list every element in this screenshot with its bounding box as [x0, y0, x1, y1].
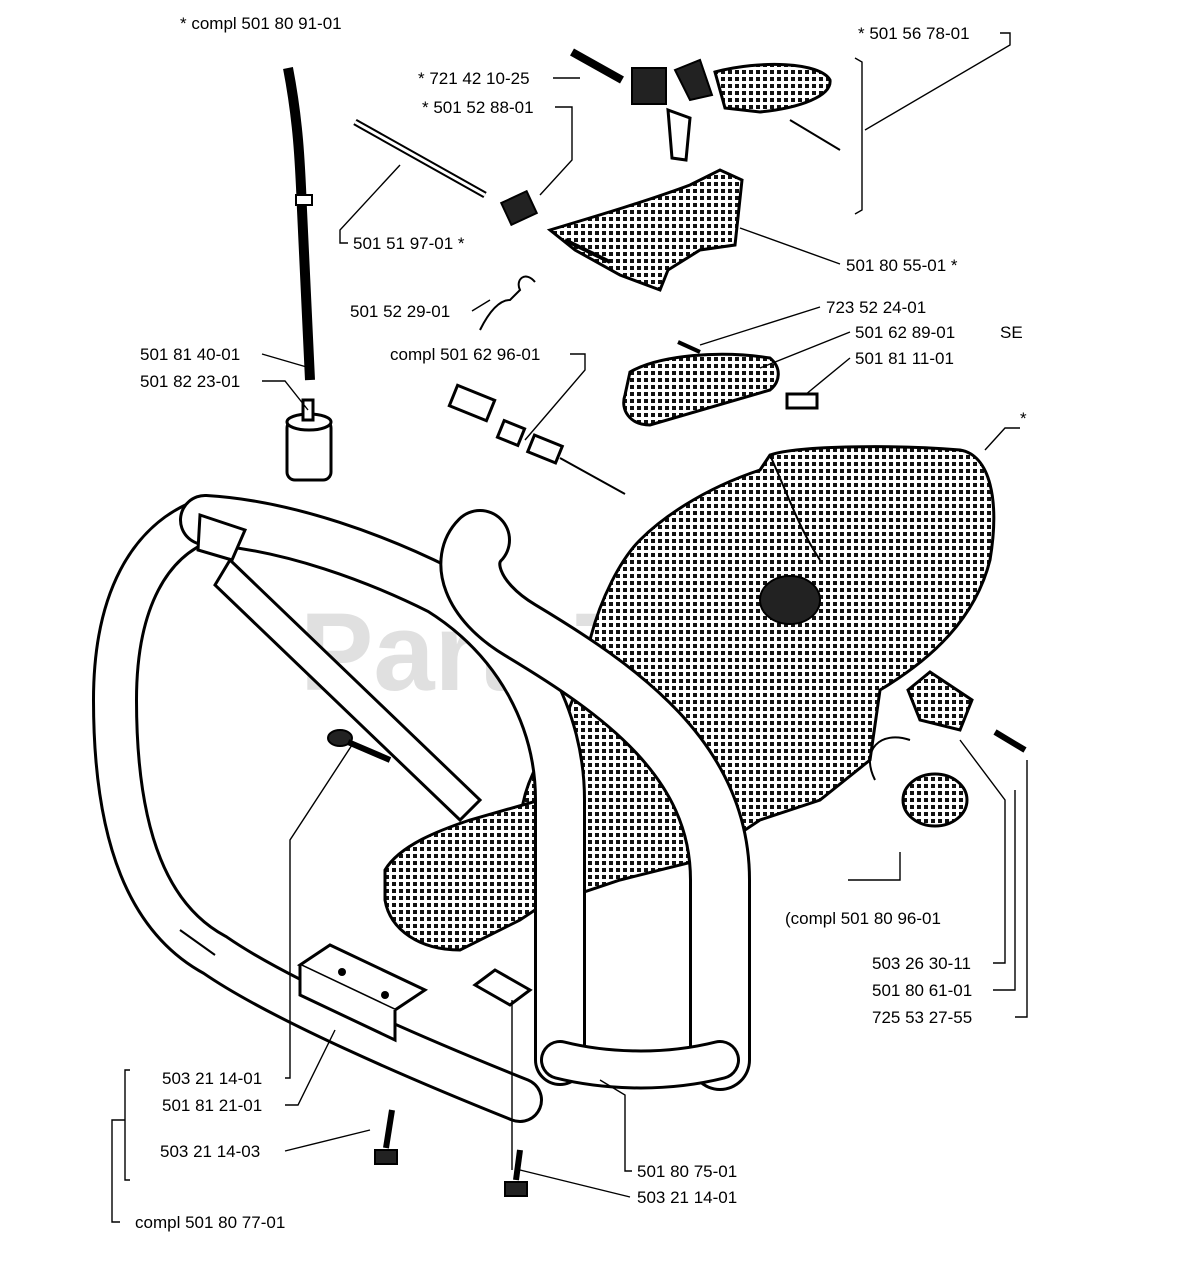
label-501-51-97-01: 501 51 97-01 * — [353, 234, 465, 253]
label-star: * — [1020, 409, 1027, 428]
label-501-62-89-01: 501 62 89-01 — [855, 323, 955, 342]
label-se: SE — [1000, 323, 1023, 342]
label-501-52-29-01: 501 52 29-01 — [350, 302, 450, 321]
label-503-21-14-01-b: 503 21 14-01 — [637, 1188, 737, 1207]
label-compl-501-62-96-01: compl 501 62 96-01 — [390, 345, 540, 364]
label-501-81-40-01: 501 81 40-01 — [140, 345, 240, 364]
label-501-80-55-01: 501 80 55-01 * — [846, 256, 958, 275]
screw-2 — [374, 1109, 398, 1165]
label-compl-501-80-91-01: * compl 501 80 91-01 — [180, 14, 342, 33]
vibration-damper — [906, 670, 1027, 753]
label-723-52-24-01: 723 52 24-01 — [826, 298, 926, 317]
label-compl-501-80-77-01: compl 501 80 77-01 — [135, 1213, 285, 1232]
label-501-81-11-01: 501 81 11-01 — [855, 349, 954, 368]
wire-clip — [479, 275, 536, 331]
screw-1 — [327, 729, 392, 763]
screw-3 — [504, 1149, 528, 1197]
leader-lines — [111, 32, 1028, 1223]
rear-handle-grip — [622, 340, 819, 427]
spring — [499, 189, 539, 227]
throttle-trigger — [546, 168, 744, 292]
bracket-plate — [472, 968, 533, 1007]
label-501-81-21-01: 501 81 21-01 — [162, 1096, 262, 1115]
label-501-80-75-01: 501 80 75-01 — [637, 1162, 737, 1181]
needle-assembly — [447, 383, 626, 495]
handle-bar — [91, 494, 586, 1123]
label-501-56-78-01: * 501 56 78-01 — [858, 24, 970, 43]
throttle-cable — [283, 67, 315, 381]
fuel-filter — [285, 398, 333, 482]
label-503-26-30-11: 503 26 30-11 — [872, 954, 971, 973]
throttle-lockout — [570, 48, 841, 162]
label-compl-501-80-96-01: (compl 501 80 96-01 — [785, 909, 941, 928]
label-501-80-61-01: 501 80 61-01 — [872, 981, 972, 1000]
part-labels: * compl 501 80 91-01 * 721 42 10-25 * 50… — [135, 14, 1027, 1232]
label-721-42-10-25: * 721 42 10-25 — [418, 69, 530, 88]
label-501-52-88-01: * 501 52 88-01 — [422, 98, 534, 117]
label-501-82-23-01: 501 82 23-01 — [140, 372, 240, 391]
mounting-plate — [296, 943, 429, 1043]
tank-cap — [869, 736, 969, 828]
label-725-53-27-55: 725 53 27-55 — [872, 1008, 972, 1027]
label-503-21-14-03: 503 21 14-03 — [160, 1142, 260, 1161]
handle-brace — [213, 557, 483, 823]
front-handle-bar — [439, 509, 751, 1091]
label-503-21-14-01-a: 503 21 14-01 — [162, 1069, 262, 1088]
